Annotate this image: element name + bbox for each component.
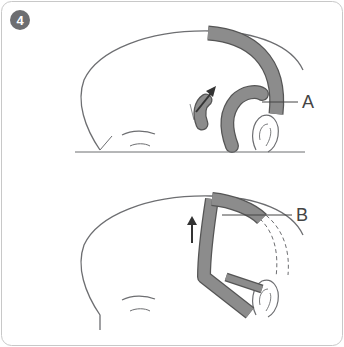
part-label: B: [296, 206, 308, 224]
step-number: 4: [16, 14, 23, 27]
part-label: A: [302, 93, 314, 111]
head-bottom: [81, 196, 303, 330]
head-top: [75, 31, 305, 152]
step-badge: [10, 10, 30, 30]
